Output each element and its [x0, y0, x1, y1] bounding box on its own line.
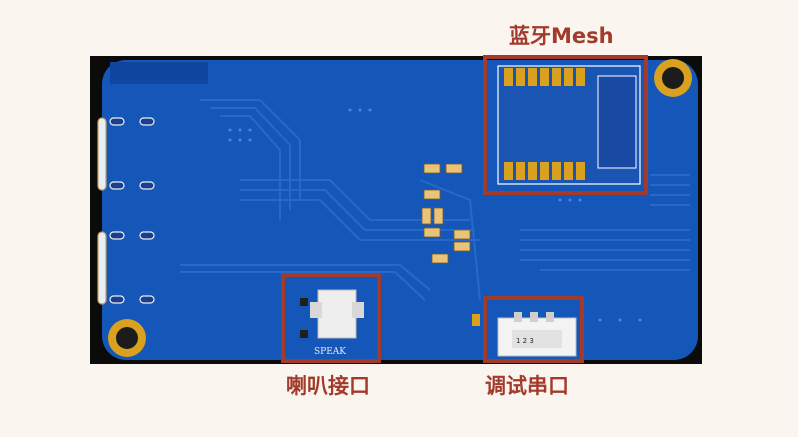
highlight-debug-uart	[483, 296, 584, 363]
highlight-bluetooth-mesh	[483, 55, 648, 195]
speaker-silkscreen: SPEAK	[314, 347, 346, 357]
bluetooth-module	[497, 65, 641, 185]
left-edge-pads	[109, 117, 155, 304]
highlight-boxes	[281, 55, 648, 363]
board-corner-shade	[110, 62, 208, 84]
passive-components	[421, 163, 471, 264]
mounting-hole-top-right	[654, 59, 692, 97]
uart-connector: 1 2 3	[472, 312, 577, 357]
via-field	[228, 108, 642, 322]
highlight-speaker-port	[281, 273, 381, 363]
label-bluetooth-mesh: 蓝牙Mesh	[509, 24, 614, 48]
label-speaker-port: 喇叭接口	[286, 374, 370, 398]
pcb-traces	[180, 99, 690, 301]
mounting-hole-bottom-left	[108, 319, 146, 357]
uart-pin-labels: 1 2 3	[516, 337, 534, 345]
left-edge-slots	[97, 117, 107, 305]
label-debug-uart: 调试串口	[485, 374, 569, 398]
speaker-connector: SPEAK	[300, 289, 364, 357]
